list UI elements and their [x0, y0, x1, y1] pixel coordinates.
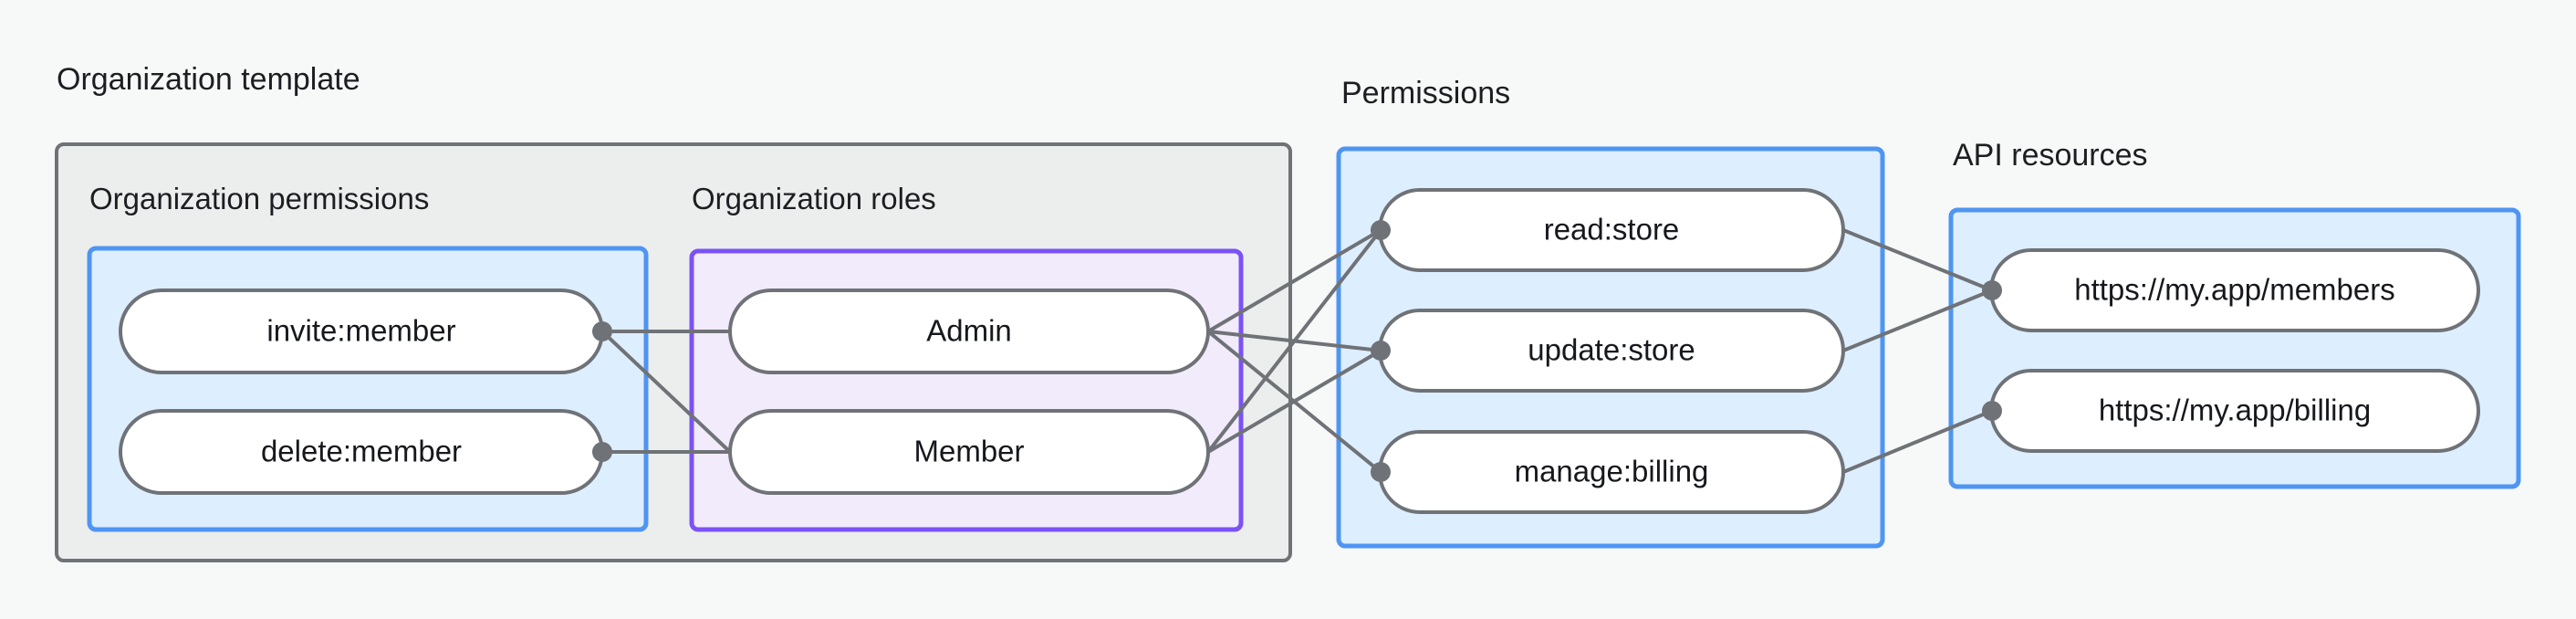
edge-manage-billing-to-billing-endpoint: [1842, 409, 1993, 474]
edge-invite-member-to-member: [600, 330, 732, 454]
node-billing-endpoint-label: https://my.app/billing: [2099, 393, 2371, 427]
node-manage-billing-label: manage:billing: [1515, 455, 1709, 488]
node-members-endpoint-label: https://my.app/members: [2074, 273, 2395, 307]
organization-roles-title: Organization roles: [692, 182, 936, 215]
node-invite-member[interactable]: invite:member: [119, 289, 604, 374]
node-admin[interactable]: Admin: [728, 289, 1210, 374]
edge-member-to-update-store: [1206, 349, 1382, 454]
edge-admin-to-read-store: [1206, 228, 1382, 333]
node-billing-endpoint[interactable]: https://my.app/billing: [1989, 369, 2480, 453]
node-read-store-label: read:store: [1544, 213, 1680, 247]
node-admin-label: Admin: [926, 314, 1012, 348]
node-member-label: Member: [913, 435, 1024, 468]
node-read-store[interactable]: read:store: [1378, 188, 1845, 272]
edge-update-store-to-members-endpoint: [1842, 289, 1993, 352]
node-manage-billing[interactable]: manage:billing: [1378, 430, 1845, 514]
node-delete-member[interactable]: delete:member: [119, 409, 604, 495]
node-members-endpoint[interactable]: https://my.app/members: [1989, 248, 2480, 332]
organization-permissions-title: Organization permissions: [89, 182, 429, 215]
permissions-title: Permissions: [1341, 76, 1510, 110]
api-resources-title: API resources: [1953, 138, 2148, 173]
organization-template-title: Organization template: [57, 62, 360, 97]
node-update-store-label: update:store: [1528, 333, 1695, 367]
node-invite-member-label: invite:member: [266, 314, 455, 348]
node-update-store[interactable]: update:store: [1378, 309, 1845, 393]
node-member[interactable]: Member: [728, 409, 1210, 495]
edge-read-store-to-members-endpoint: [1842, 228, 1993, 292]
edge-member-to-read-store: [1206, 228, 1382, 454]
node-delete-member-label: delete:member: [261, 435, 462, 468]
